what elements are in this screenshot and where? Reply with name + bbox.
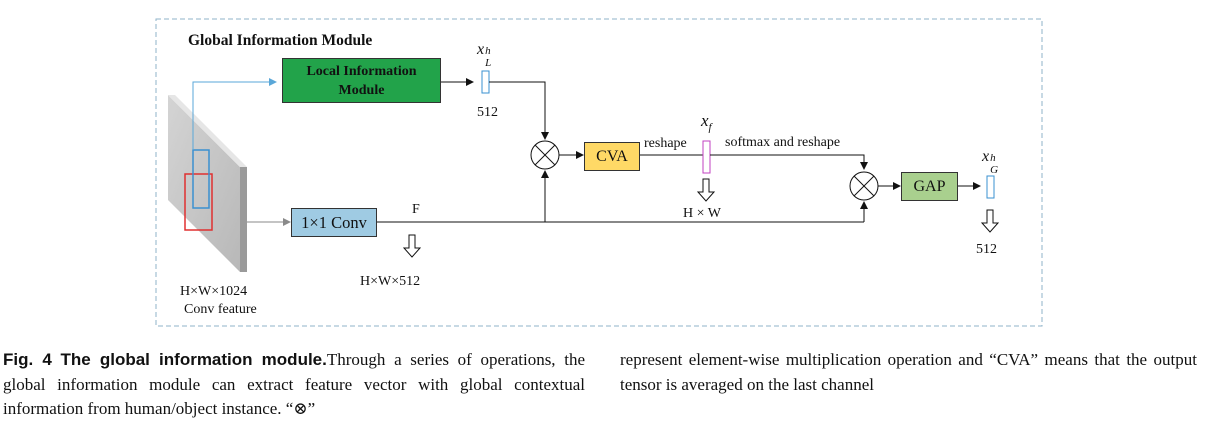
caption-left-column: Fig. 4 The global information module.Thr… [3,348,585,422]
input-dim-label: H×W×1024 [180,284,248,299]
xf-dim-label: H × W [683,206,721,221]
figure-title: The global information module. [60,350,327,369]
xg-down-arrow-icon [980,209,1000,233]
xf-symbol: xf [701,111,712,134]
xl-dim-label: 512 [477,105,498,120]
xf-down-arrow-icon [696,178,716,202]
conv-1x1-box: 1×1 Conv [291,208,377,237]
gap-label: GAP [913,177,946,195]
xf-to-multiply2-arrow [710,154,868,170]
conv-out-dim-label: H×W×512 [360,274,421,289]
caption-right-column: represent element-wise multiplication op… [620,348,1197,397]
multiply-op-1 [530,140,560,170]
xf-vector [702,140,711,174]
global-information-figure: Global Information Module Local Informat… [155,18,1043,327]
module-frame [155,18,1043,327]
reshape-label: reshape [644,136,687,151]
human-region-box [192,149,210,209]
module-title: Global Information Module [188,32,373,49]
multiply-op-2 [849,171,879,201]
xg-vector [986,175,995,199]
caption-text-right: represent element-wise multiplication op… [620,350,1197,394]
local-module-label: Local Information Module [306,63,417,98]
input-name-label: Conv feature [184,302,257,317]
slab-to-local-arrow [192,78,277,150]
conv-feature-slab [168,95,247,272]
cva-label: CVA [596,147,628,165]
local-information-module-box: Local Information Module [282,58,441,103]
f-label: F [412,202,420,217]
caption-text-left: Through a series of operations, the glob… [3,350,585,418]
diagram-canvas [155,18,1043,327]
object-region-box [184,173,213,231]
xg-dim-label: 512 [976,242,997,257]
cva-box: CVA [584,142,640,171]
conv-label: 1×1 Conv [301,212,367,232]
xl-to-multiply-arrow [489,81,549,140]
gap-box: GAP [901,172,958,201]
xl-vector [481,70,490,94]
softmax-reshape-label: softmax and reshape [725,135,841,150]
figure-number: Fig. 4 [3,350,52,369]
conv-down-arrow-icon [402,234,422,258]
